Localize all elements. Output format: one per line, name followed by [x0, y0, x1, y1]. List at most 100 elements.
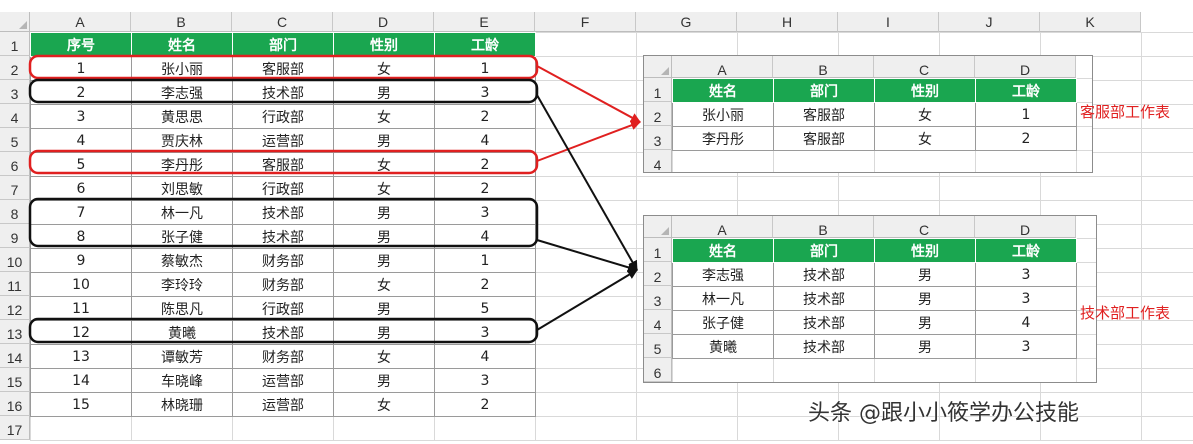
row-header-12[interactable]: 12 [0, 296, 30, 320]
table-cell[interactable]: 2 [434, 104, 536, 129]
kefu-table-cell[interactable]: 2 [975, 126, 1077, 151]
table-cell[interactable]: 蔡敏杰 [131, 248, 233, 273]
jishu-row-header-2[interactable]: 2 [644, 262, 672, 286]
table-cell[interactable]: 技术部 [232, 200, 334, 225]
jishu-row-header-5[interactable]: 5 [644, 334, 672, 358]
row-header-10[interactable]: 10 [0, 248, 30, 272]
jishu-table-cell[interactable]: 张子健 [672, 310, 774, 335]
table-cell[interactable]: 运营部 [232, 392, 334, 417]
header-cell[interactable]: 姓名 [131, 32, 233, 57]
row-header-1[interactable]: 1 [0, 32, 30, 56]
row-header-5[interactable]: 5 [0, 128, 30, 152]
jishu-header-cell[interactable]: 工龄 [975, 238, 1077, 263]
header-cell[interactable]: 序号 [30, 32, 132, 57]
kefu-header-cell[interactable]: 工龄 [975, 78, 1077, 103]
column-header-i[interactable]: I [838, 12, 939, 32]
jishu-header-cell[interactable]: 姓名 [672, 238, 774, 263]
table-cell[interactable]: 10 [30, 272, 132, 297]
kefu-row-header-4[interactable]: 4 [644, 150, 672, 172]
table-cell[interactable]: 谭敏芳 [131, 344, 233, 369]
jishu-column-header-c[interactable]: C [874, 216, 975, 238]
column-header-g[interactable]: G [636, 12, 737, 32]
header-cell[interactable]: 部门 [232, 32, 334, 57]
kefu-column-header-d[interactable]: D [975, 56, 1076, 78]
table-cell[interactable]: 1 [434, 248, 536, 273]
kefu-table-cell[interactable]: 李丹彤 [672, 126, 774, 151]
table-cell[interactable]: 财务部 [232, 248, 334, 273]
table-cell[interactable]: 刘思敏 [131, 176, 233, 201]
column-header-c[interactable]: C [232, 12, 333, 32]
column-header-e[interactable]: E [434, 12, 535, 32]
jishu-row-header-3[interactable]: 3 [644, 286, 672, 310]
kefu-row-header-2[interactable]: 2 [644, 102, 672, 126]
column-header-a[interactable]: A [30, 12, 131, 32]
jishu-table-cell[interactable]: 男 [874, 334, 976, 359]
row-header-8[interactable]: 8 [0, 200, 30, 224]
table-cell[interactable]: 财务部 [232, 344, 334, 369]
row-header-16[interactable]: 16 [0, 392, 30, 416]
jishu-column-header-a[interactable]: A [672, 216, 773, 238]
jishu-table-cell[interactable]: 技术部 [773, 286, 875, 311]
jishu-column-header-d[interactable]: D [975, 216, 1076, 238]
table-cell[interactable]: 男 [333, 128, 435, 153]
jishu-table-cell[interactable]: 4 [975, 310, 1077, 335]
kefu-header-cell[interactable]: 部门 [773, 78, 875, 103]
kefu-column-header-b[interactable]: B [773, 56, 874, 78]
jishu-column-header-b[interactable]: B [773, 216, 874, 238]
table-cell[interactable]: 4 [434, 128, 536, 153]
jishu-table-cell[interactable]: 林一凡 [672, 286, 774, 311]
column-header-f[interactable]: F [535, 12, 636, 32]
kefu-select-all-corner[interactable] [644, 56, 672, 78]
jishu-select-all-corner[interactable] [644, 216, 672, 238]
header-cell[interactable]: 工龄 [434, 32, 536, 57]
kefu-header-cell[interactable]: 姓名 [672, 78, 774, 103]
table-cell[interactable]: 陈思凡 [131, 296, 233, 321]
table-cell[interactable]: 13 [30, 344, 132, 369]
kefu-column-header-a[interactable]: A [672, 56, 773, 78]
table-cell[interactable]: 女 [333, 104, 435, 129]
jishu-table-cell[interactable]: 黄曦 [672, 334, 774, 359]
jishu-header-cell[interactable]: 性别 [874, 238, 976, 263]
jishu-table-cell[interactable]: 男 [874, 310, 976, 335]
table-cell[interactable]: 女 [333, 392, 435, 417]
kefu-row-header-3[interactable]: 3 [644, 126, 672, 150]
table-cell[interactable]: 4 [30, 128, 132, 153]
header-cell[interactable]: 性别 [333, 32, 435, 57]
kefu-row-header-1[interactable]: 1 [644, 78, 672, 102]
select-all-corner[interactable] [0, 12, 30, 32]
table-cell[interactable]: 林晓珊 [131, 392, 233, 417]
row-header-14[interactable]: 14 [0, 344, 30, 368]
jishu-row-header-1[interactable]: 1 [644, 238, 672, 262]
kefu-table-cell[interactable]: 张小丽 [672, 102, 774, 127]
jishu-table-cell[interactable]: 技术部 [773, 310, 875, 335]
jishu-table-cell[interactable]: 3 [975, 334, 1077, 359]
table-cell[interactable]: 车晓峰 [131, 368, 233, 393]
row-header-11[interactable]: 11 [0, 272, 30, 296]
row-header-17[interactable]: 17 [0, 416, 30, 440]
table-cell[interactable]: 2 [434, 392, 536, 417]
kefu-table-cell[interactable]: 客服部 [773, 126, 875, 151]
table-cell[interactable]: 李玲玲 [131, 272, 233, 297]
row-header-4[interactable]: 4 [0, 104, 30, 128]
jishu-table-cell[interactable]: 李志强 [672, 262, 774, 287]
jishu-row-header-6[interactable]: 6 [644, 358, 672, 382]
row-header-13[interactable]: 13 [0, 320, 30, 344]
jishu-row-header-4[interactable]: 4 [644, 310, 672, 334]
table-cell[interactable]: 9 [30, 248, 132, 273]
table-cell[interactable]: 男 [333, 200, 435, 225]
table-cell[interactable]: 行政部 [232, 296, 334, 321]
jishu-header-cell[interactable]: 部门 [773, 238, 875, 263]
table-cell[interactable]: 男 [333, 368, 435, 393]
table-cell[interactable]: 4 [434, 344, 536, 369]
column-header-h[interactable]: H [737, 12, 838, 32]
row-header-7[interactable]: 7 [0, 176, 30, 200]
column-header-d[interactable]: D [333, 12, 434, 32]
row-header-3[interactable]: 3 [0, 80, 30, 104]
kefu-header-cell[interactable]: 性别 [874, 78, 976, 103]
column-header-k[interactable]: K [1040, 12, 1141, 32]
table-cell[interactable]: 5 [434, 296, 536, 321]
table-cell[interactable]: 黄思思 [131, 104, 233, 129]
column-header-j[interactable]: J [939, 12, 1040, 32]
table-cell[interactable]: 林一凡 [131, 200, 233, 225]
kefu-column-header-c[interactable]: C [874, 56, 975, 78]
